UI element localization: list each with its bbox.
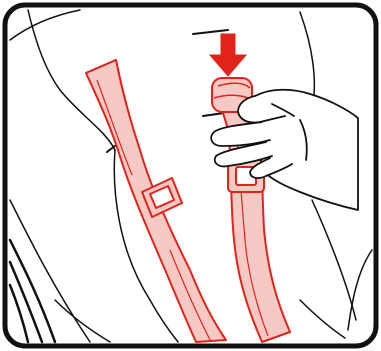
illustration-canvas [0, 0, 381, 351]
instruction-illustration [0, 0, 381, 351]
